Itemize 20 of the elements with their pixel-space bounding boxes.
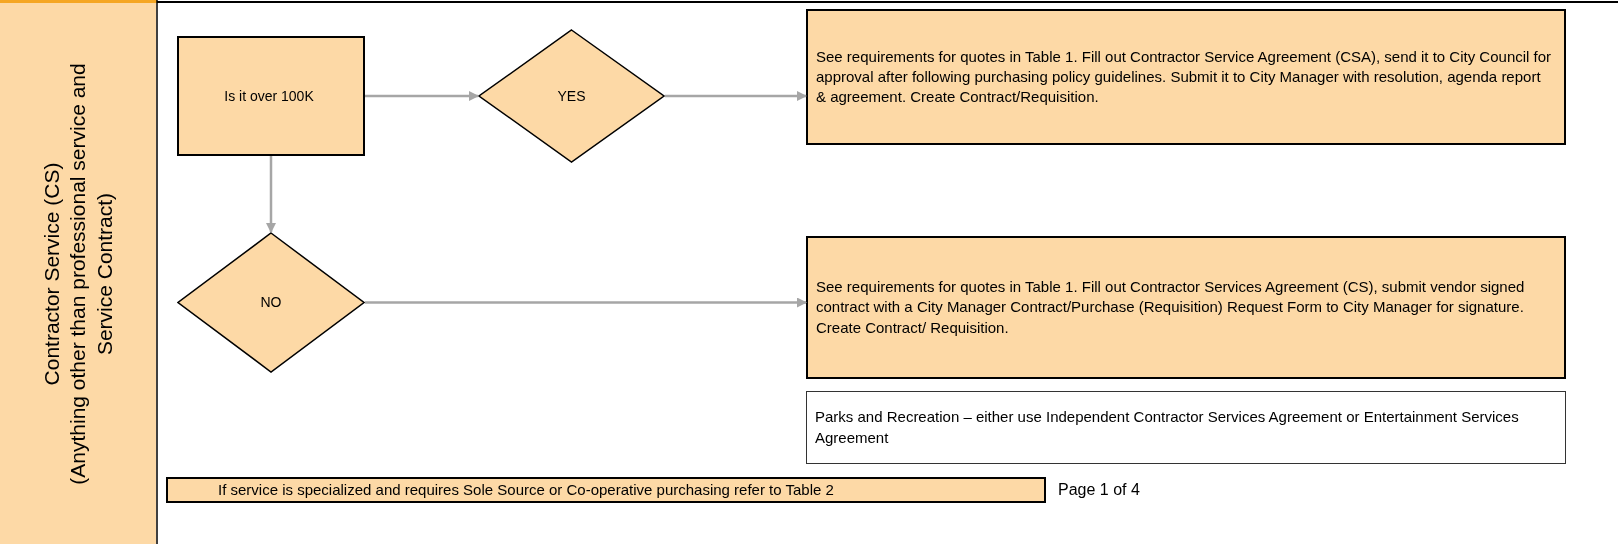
lane-title: Contractor Service (CS) (38, 161, 64, 387)
process-box (177, 36, 365, 156)
lane-subtitle: (Anything other than professional service and Service Contract) (64, 61, 117, 487)
decision-text: YES (557, 86, 586, 106)
box-text: Parks and Recreation – either use Independent Contractor Services Agreement or Entertainment Services Agreement (815, 407, 1520, 448)
box-text: If service is specialized and requires Sole Source or Co-operative purchasing refer to Table 2 (218, 479, 834, 500)
swimlane-band (0, 3, 156, 544)
box-text: See requirements for quotes in Table 1. Fill out Contractor Service Agreement (CSA), send it to City Council for approval after following purchasing policy guidelines. Submit it to City Manager with resolution, agenda report & agreement. Create Contract/Requisition. (816, 46, 1552, 108)
note-bar (166, 477, 1046, 503)
process-box (806, 236, 1566, 379)
arrow (266, 156, 276, 233)
arrow (365, 91, 479, 101)
process-box (806, 9, 1566, 145)
box-text: See requirements for quotes in Table 1. Fill out Contractor Services Agreement (CS), submit vendor signed contract with a City Manager Contract/Purchase (Requisition) Request Form to City Manager for signature. Create Contract/ Requisition. (816, 277, 1526, 338)
arrow (365, 297, 807, 308)
decision-text: NO (260, 293, 282, 312)
page-number: Page 1 of 4 (1058, 480, 1140, 500)
arrow (665, 91, 807, 101)
box-text: Is it over 100K (224, 86, 314, 106)
note-box (806, 391, 1566, 464)
